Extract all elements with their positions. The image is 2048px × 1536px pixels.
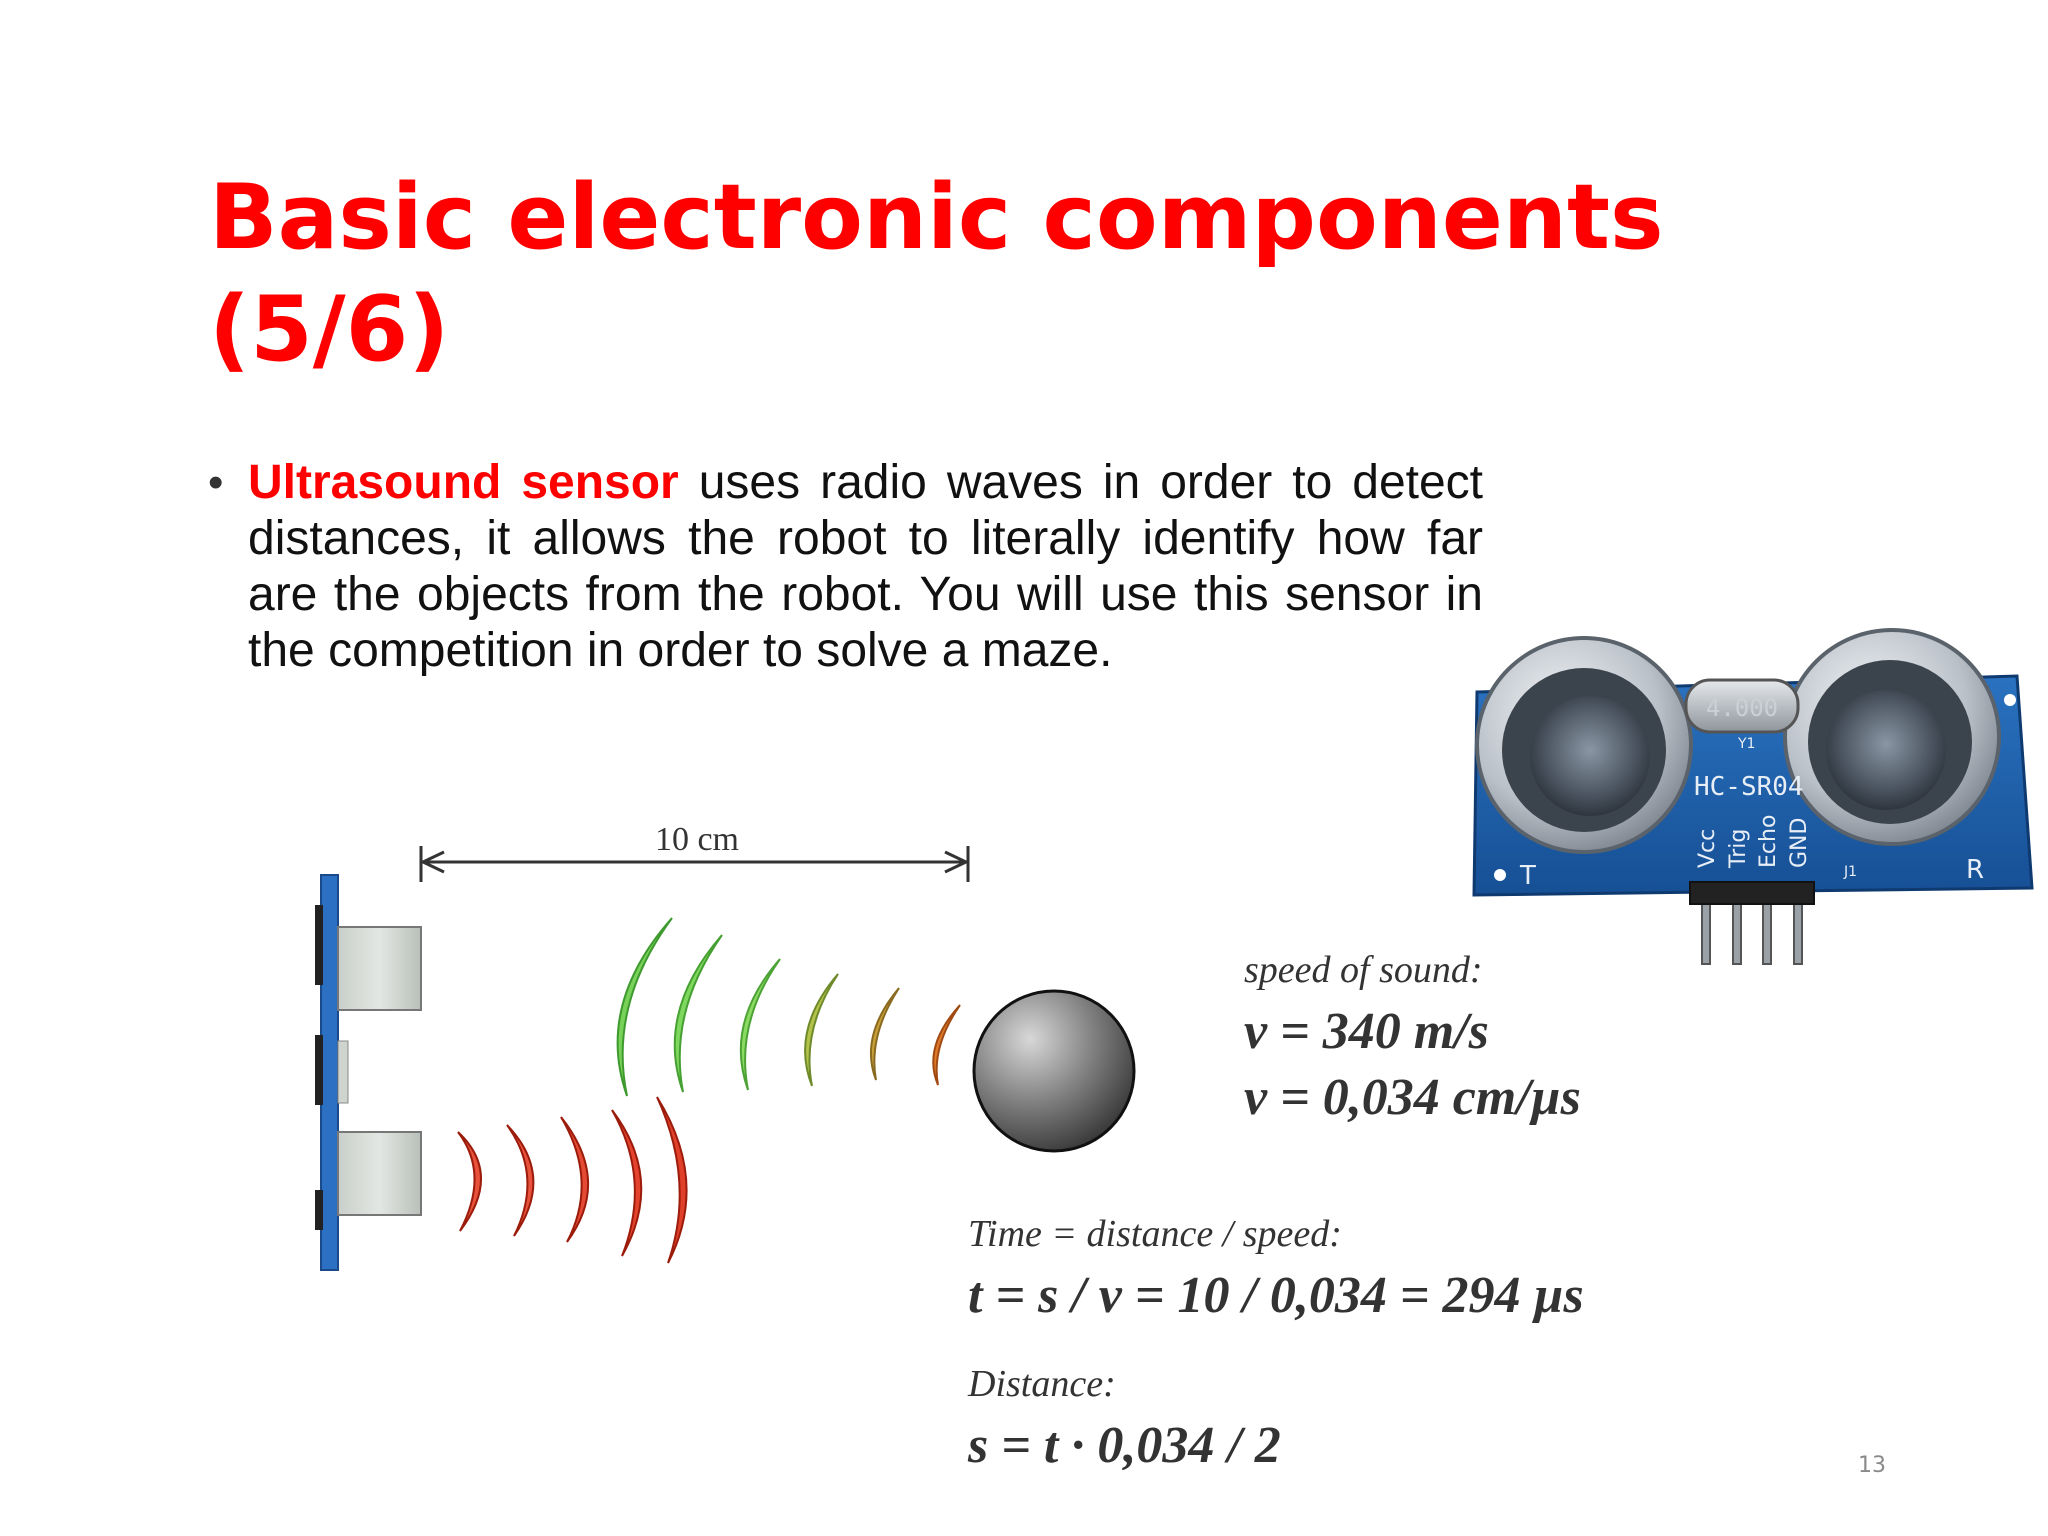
distance-formula-label: Distance: <box>968 1363 1116 1405</box>
pin-label-gnd: GND <box>1787 818 1812 868</box>
pin-label-echo: Echo <box>1756 815 1781 868</box>
slide-title: Basic electronic components (5/6) <box>209 165 1664 382</box>
sensor-side-view <box>315 874 422 1271</box>
mounting-hole <box>2004 694 2016 706</box>
returning-waves <box>457 1096 688 1264</box>
j1-label: J1 <box>1843 864 1857 880</box>
bullet-text: Ultrasound sensor uses radio waves in or… <box>248 455 1483 679</box>
time-equation: t = s / v = 10 / 0,034 = 294 µs <box>968 1267 1584 1324</box>
bullet-item: • Ultrasound sensor uses radio waves in … <box>208 455 1483 679</box>
speed-equation-2: v = 0,034 cm/µs <box>1244 1069 1581 1126</box>
bullet-keyword: Ultrasound sensor <box>248 456 679 509</box>
speed-equation-1: v = 340 m/s <box>1244 1003 1489 1060</box>
distance-label: 10 cm <box>655 821 739 858</box>
time-label: Time = distance / speed: <box>968 1213 1342 1255</box>
crystal-label: 4.000 <box>1706 694 1778 722</box>
side-label-r: R <box>1966 855 1984 885</box>
side-label-t: T <box>1519 861 1536 891</box>
distance-equation: s = t · 0,034 / 2 <box>968 1417 1281 1474</box>
crystal-oscillator: 4.000 <box>1684 678 1800 734</box>
distance-arrow <box>419 846 970 882</box>
bullet-dot-icon: • <box>208 458 224 507</box>
y1-label: Y1 <box>1737 736 1755 752</box>
speed-label: speed of sound: <box>1244 949 1483 991</box>
target-object <box>972 989 1136 1153</box>
transmitter-icon <box>1475 636 1693 854</box>
page-number: 13 <box>1858 1453 1886 1478</box>
bullet-body: uses radio waves in order to detect dist… <box>248 456 1484 677</box>
mounting-hole <box>1494 869 1506 881</box>
pin-labels: Vcc Trig Echo GND <box>1695 815 1812 869</box>
pin-label-vcc: Vcc <box>1695 829 1720 868</box>
receiver-icon <box>1783 628 2001 846</box>
model-label: HC-SR04 <box>1694 772 1804 802</box>
outgoing-waves <box>616 917 961 1097</box>
pin-label-trig: Trig <box>1726 829 1751 869</box>
header-pins <box>1689 881 1815 965</box>
